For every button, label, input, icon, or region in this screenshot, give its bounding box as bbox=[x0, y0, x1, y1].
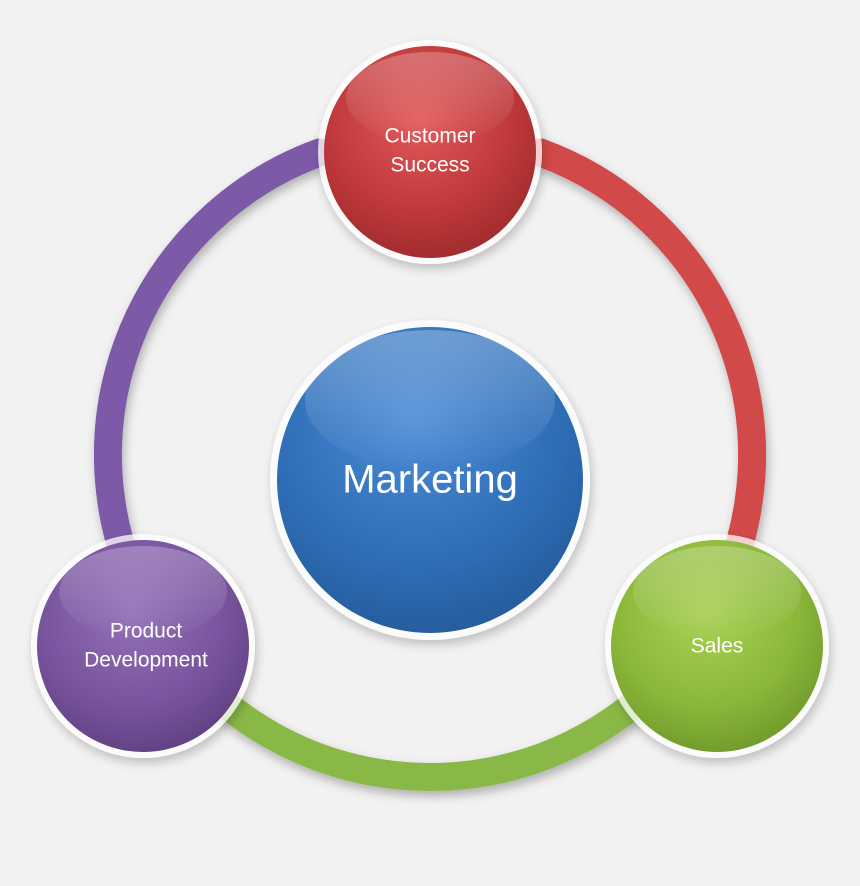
node-sales: Sales bbox=[605, 534, 829, 758]
center-node-marketing: Marketing bbox=[270, 320, 590, 640]
node-product-development-label-line-1: Product bbox=[110, 620, 183, 643]
node-sales-label: Sales bbox=[691, 635, 744, 658]
node-customer-success-label-line-1: Customer bbox=[384, 125, 475, 148]
node-customer-success-label-line-2: Success bbox=[390, 154, 469, 177]
node-customer-success: Customer Success bbox=[318, 40, 542, 264]
node-product-development: Product Development bbox=[31, 534, 255, 758]
center-node-label: Marketing bbox=[342, 458, 518, 502]
node-product-development-label-line-2: Development bbox=[84, 649, 208, 672]
